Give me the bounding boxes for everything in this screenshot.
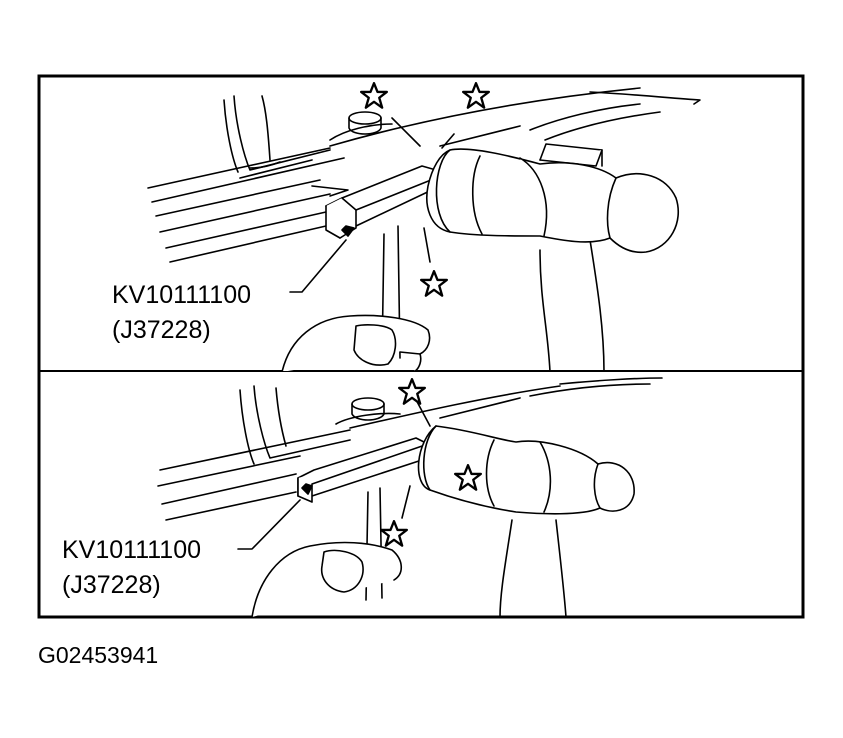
figure-id-label: G02453941: [38, 642, 159, 668]
bottom-star-3: [380, 520, 408, 547]
top-panel-drawing: [147, 82, 701, 371]
top-tool-code-label: KV10111100: [112, 281, 252, 309]
top-impact-lines: [391, 117, 455, 263]
bottom-panel-drawing: [157, 377, 663, 617]
bottom-star-1: [398, 378, 426, 405]
top-callout-leader: [289, 239, 347, 293]
top-tool-bar: [325, 165, 437, 239]
bottom-tool-code-label: KV10111100: [62, 536, 202, 564]
top-cover-slot: [311, 185, 349, 197]
top-hammer: [426, 143, 680, 371]
bottom-hammer: [417, 425, 635, 617]
bottom-hand: [251, 541, 403, 617]
bottom-callout-leader: [237, 499, 301, 550]
top-hand: [281, 314, 431, 371]
top-tool-alt-code-label: (J37228): [112, 316, 211, 344]
top-star-2: [462, 82, 490, 109]
top-star-3: [420, 270, 448, 297]
top-bolt: [348, 111, 382, 135]
bottom-bolt: [351, 397, 385, 421]
bottom-tool-alt-code-label: (J37228): [62, 571, 161, 599]
top-cover-outline: [147, 87, 701, 263]
figure-frame: [37, 74, 805, 619]
bottom-cover-outline: [157, 377, 663, 521]
top-star-1: [360, 82, 388, 109]
